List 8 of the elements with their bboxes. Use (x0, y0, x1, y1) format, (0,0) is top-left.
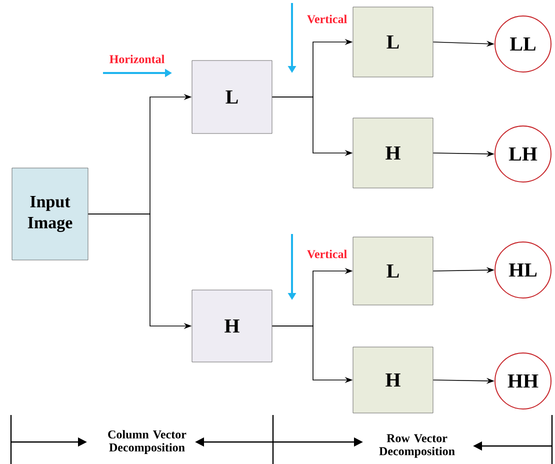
filter-box: L (352, 6, 434, 78)
input-box: Input Image (12, 168, 88, 260)
section-label: Column Vector Decomposition (108, 430, 186, 454)
filter-box: H (352, 346, 434, 414)
filter-box: L (192, 60, 272, 134)
filter-box: H (192, 290, 272, 362)
filter-box: L (352, 236, 434, 306)
filter-box: H (352, 118, 434, 188)
